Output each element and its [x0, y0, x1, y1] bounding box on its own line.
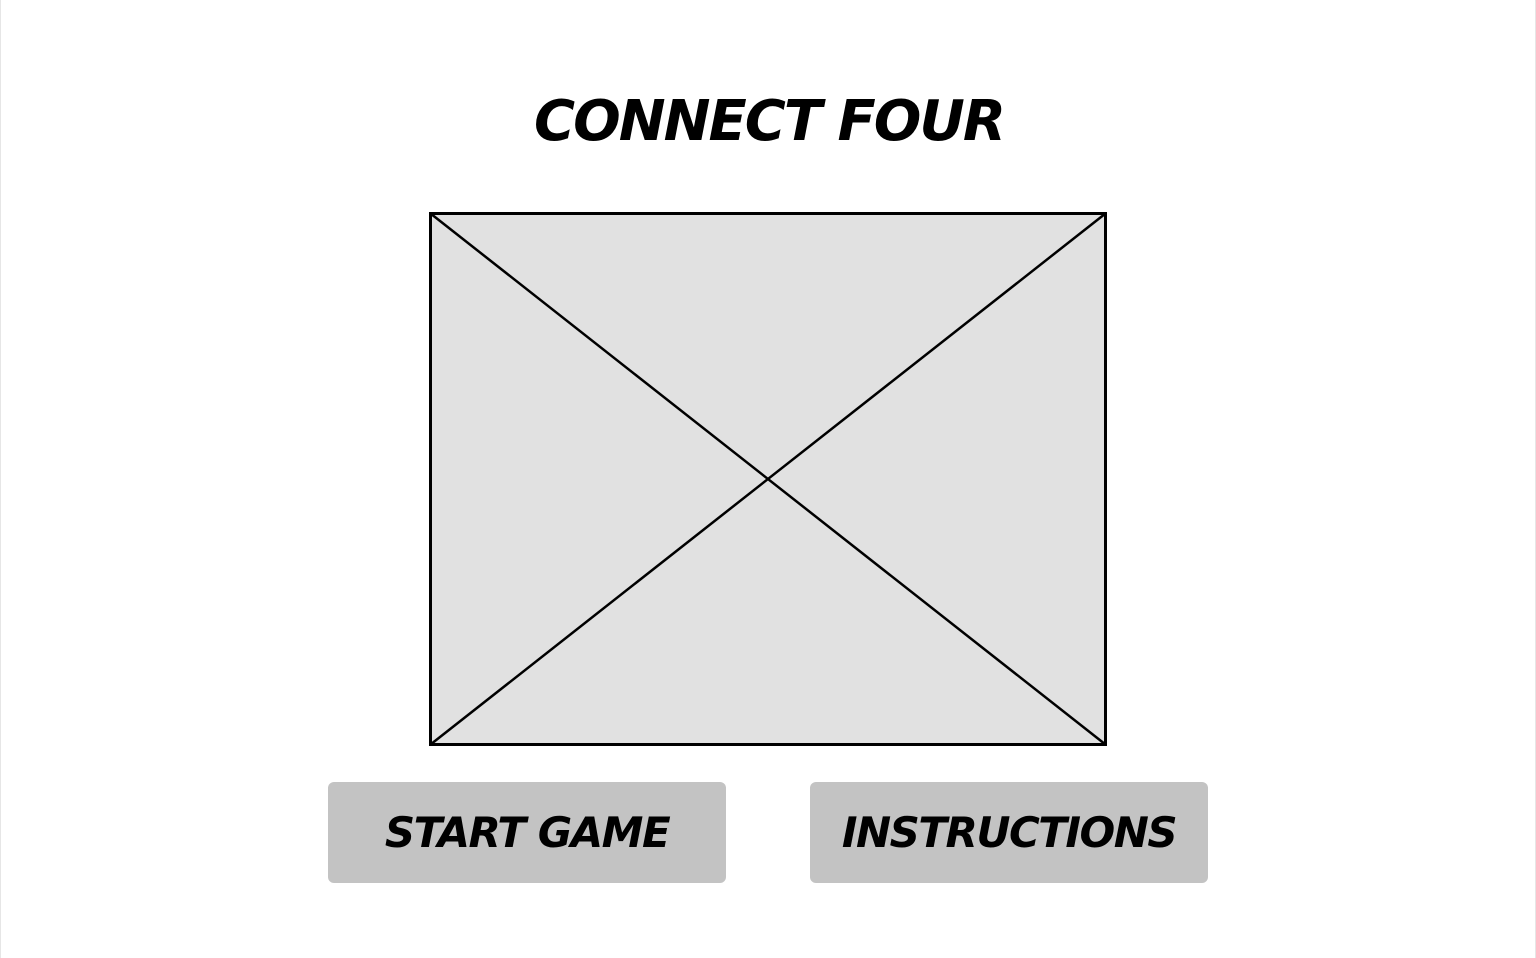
instructions-button[interactable]: INSTRUCTIONS — [810, 782, 1208, 883]
image-placeholder — [429, 212, 1107, 746]
page-title: CONNECT FOUR — [534, 89, 1006, 154]
image-placeholder-icon — [429, 212, 1107, 746]
start-game-button[interactable]: START GAME — [328, 782, 726, 883]
